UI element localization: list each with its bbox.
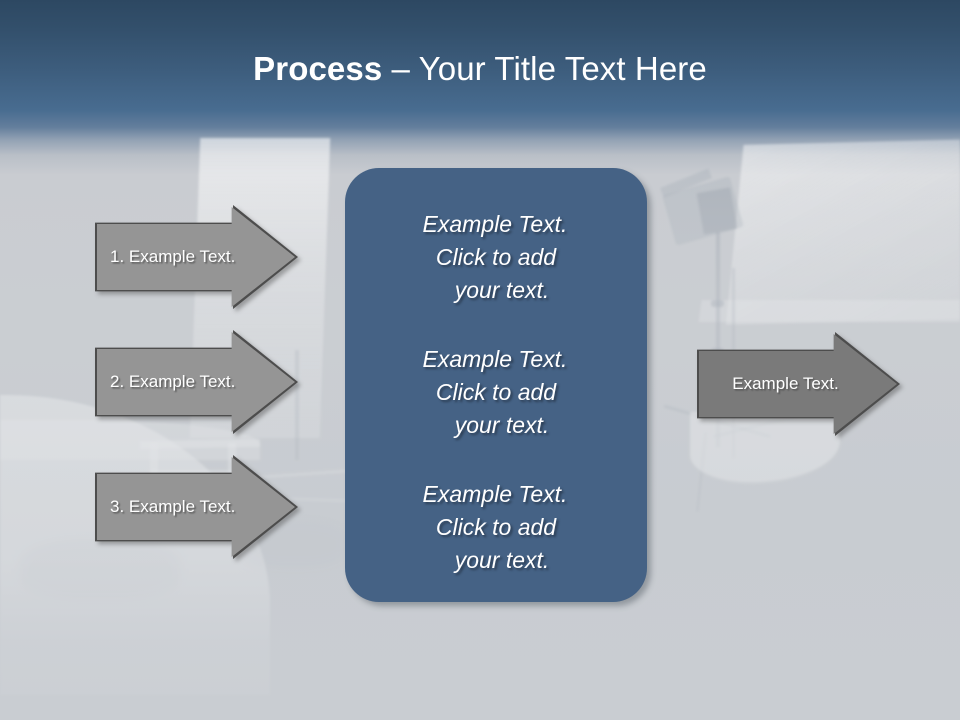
slide-title: Process – Your Title Text Here (0, 50, 960, 88)
output-arrow-label: Example Text. (732, 374, 839, 393)
input-arrow-2[interactable]: 2. Example Text. (95, 330, 298, 434)
process-block-1-line-3: your text. (454, 277, 550, 303)
process-block-2-line-2: Click to add (435, 379, 557, 405)
input-arrow-1-label: 1. Example Text. (110, 247, 236, 266)
process-block-1-line-2: Click to add (435, 244, 557, 270)
process-panel-block-3: Example Text. Click to add your text. (389, 478, 604, 577)
process-panel-block-1: Example Text. Click to add your text. (389, 208, 604, 307)
process-block-3-line-3: your text. (454, 547, 550, 573)
process-panel-block-2: Example Text. Click to add your text. (389, 343, 604, 442)
input-arrow-1[interactable]: 1. Example Text. (95, 205, 298, 309)
input-arrow-2-label: 2. Example Text. (110, 372, 236, 391)
process-panel[interactable]: Example Text. Click to add your text. Ex… (345, 168, 647, 602)
input-arrow-3[interactable]: 3. Example Text. (95, 455, 298, 559)
process-block-2-line-3: your text. (454, 412, 550, 438)
output-arrow[interactable]: Example Text. (697, 332, 900, 436)
process-block-1-line-1: Example Text. (422, 211, 568, 237)
process-block-2-line-1: Example Text. (422, 346, 568, 372)
process-block-3-line-2: Click to add (435, 514, 557, 540)
slide-title-rest: – Your Title Text Here (382, 50, 707, 87)
input-arrow-3-label: 3. Example Text. (110, 497, 236, 516)
slide-title-bold: Process (253, 50, 383, 87)
process-block-3-line-1: Example Text. (422, 481, 568, 507)
